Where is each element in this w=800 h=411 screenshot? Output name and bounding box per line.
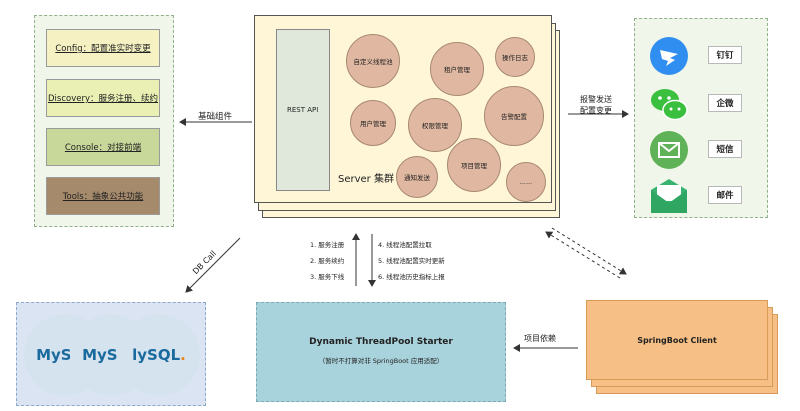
module-tenant: 租户管理 — [430, 42, 484, 96]
module-oplog-label: 操作日志 — [502, 54, 528, 62]
module-tenant-label: 租户管理 — [444, 66, 470, 74]
email-icon — [651, 179, 687, 213]
sms-icon — [650, 131, 688, 169]
module-project-label: 项目管理 — [461, 162, 487, 170]
flow-right-3: 6. 线程池历史指标上报 — [378, 273, 445, 281]
module-alarm-config-label: 告警配置 — [501, 113, 527, 121]
mysql-logo-3: lySQL. — [118, 314, 200, 396]
module-permission-label: 权限管理 — [422, 122, 448, 130]
project-dep-label: 项目依赖 — [524, 334, 556, 343]
alarm-send-label: 报警发送 — [580, 95, 612, 104]
mysql-logo-3-my: lySQL — [132, 346, 181, 364]
module-alarm-config: 告警配置 — [484, 86, 544, 146]
module-more-label: ...... — [519, 178, 533, 186]
flow-right-2: 5. 线程池配置实时更新 — [378, 257, 445, 265]
config-change-label: 配置变更 — [580, 106, 612, 115]
config-component: Config：配置准实时变更 — [46, 29, 160, 67]
module-custom-pool-label: 自定义线程池 — [353, 58, 393, 66]
dingtalk-label: 钉钉 — [708, 46, 742, 64]
rest-api-box — [276, 29, 330, 191]
module-more: ...... — [506, 162, 546, 202]
flow-left-1: 1. 服务注册 — [310, 241, 345, 249]
server-cluster-label: Server 集群 — [338, 174, 394, 185]
wechat-icon — [651, 89, 688, 121]
module-oplog: 操作日志 — [495, 37, 535, 77]
module-notify-label: 通知发送 — [404, 174, 430, 182]
tools-component: Tools：抽象公共功能 — [46, 177, 160, 215]
module-notify: 通知发送 — [396, 156, 438, 198]
flow-right-1: 4. 线程池配置拉取 — [378, 241, 432, 249]
starter-subtitle: （暂时不打算对非 SpringBoot 应用适配） — [318, 357, 444, 365]
console-component: Console：对接前端 — [46, 128, 160, 166]
email-label: 邮件 — [708, 186, 742, 204]
module-custom-pool: 自定义线程池 — [346, 34, 400, 88]
module-user-label: 用户管理 — [360, 120, 386, 128]
basic-components-label: 基础组件 — [198, 112, 233, 122]
rest-api-label: REST API — [287, 106, 319, 114]
wecom-label: 企微 — [708, 94, 742, 112]
client-box — [586, 300, 768, 380]
module-permission: 权限管理 — [408, 98, 462, 152]
starter-box — [256, 302, 506, 402]
discovery-component: Discovery：服务注册、续约 — [46, 79, 160, 117]
module-project: 项目管理 — [447, 138, 501, 192]
dingtalk-icon — [650, 37, 688, 75]
flow-left-3: 3. 服务下线 — [310, 273, 345, 281]
flow-left-2: 2. 服务续约 — [310, 257, 345, 265]
starter-title: Dynamic ThreadPool Starter — [309, 337, 453, 347]
client-label: SpringBoot Client — [637, 336, 717, 345]
sms-label: 短信 — [708, 140, 742, 158]
module-user: 用户管理 — [350, 100, 396, 146]
mysql-logo-3-sql: . — [180, 346, 186, 364]
